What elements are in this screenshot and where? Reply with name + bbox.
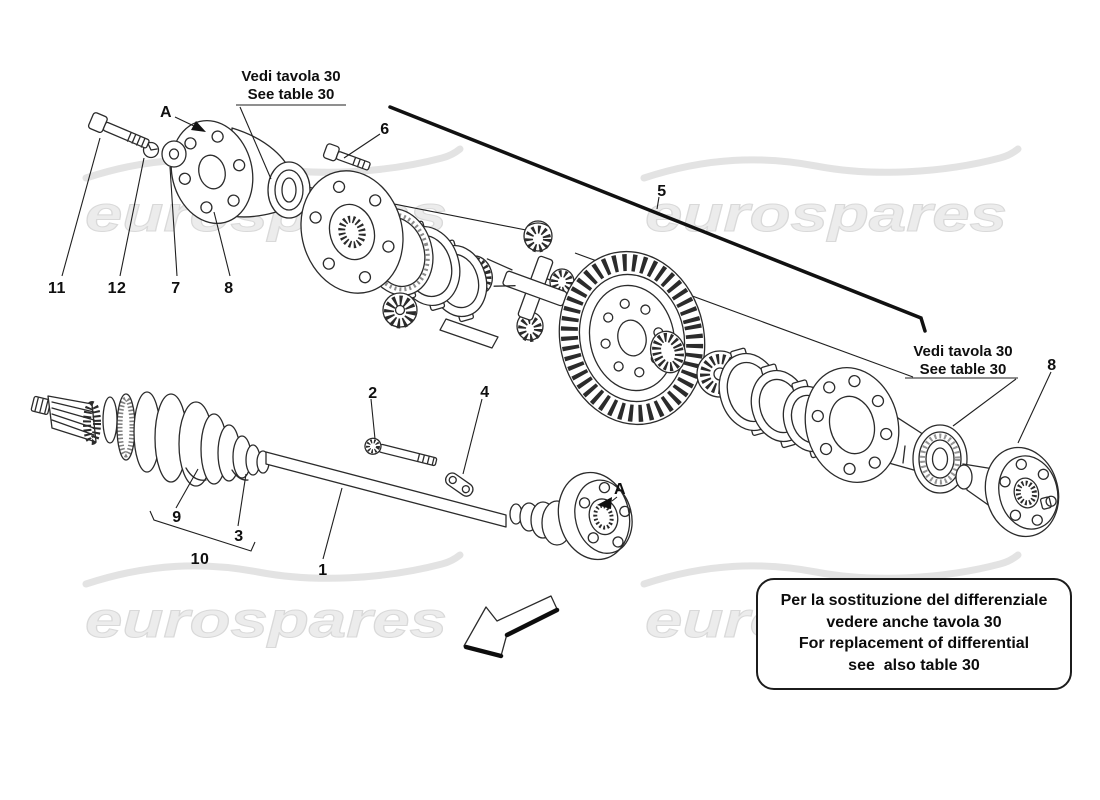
callout-4: 4	[480, 384, 490, 401]
hub-bearing	[912, 424, 968, 494]
callout-2: 2	[368, 385, 378, 402]
note-line-english: See table 30	[247, 86, 335, 103]
leader-lines	[61, 104, 1052, 560]
detail-arrow-top-icon	[174, 116, 206, 132]
car-swoosh-icon	[640, 145, 1022, 182]
direction-arrow-icon	[463, 595, 560, 659]
car-swoosh-icon	[640, 551, 1022, 588]
boot-clamp-3	[231, 469, 249, 481]
watermark-bottom-left: eurospares	[82, 551, 464, 649]
watermark-logo: eurospares	[645, 186, 1007, 242]
differential-housing-group	[300, 143, 581, 349]
callout-1: 1	[318, 562, 328, 579]
callout-3: 3	[234, 528, 244, 545]
differential-replacement-note-box: Per la sostituzione del differenziale ve…	[756, 578, 1072, 690]
note-line-italian: Vedi tavola 30	[241, 68, 341, 85]
car-swoosh-icon	[82, 551, 464, 588]
clutch-pack-right	[696, 347, 838, 459]
bolt-2	[364, 437, 438, 467]
callout-6: 6	[380, 121, 390, 138]
wheel-hub-group	[87, 112, 311, 225]
crown-pinion	[649, 330, 687, 374]
callout-10: 10	[190, 551, 210, 568]
detail-arrow-bottom-icon	[597, 496, 618, 509]
callout-8-flange: 8	[1047, 357, 1057, 374]
axle-shaft	[265, 451, 507, 528]
crown-gear	[558, 250, 706, 426]
callout-12: 12	[107, 280, 127, 297]
callout-a-top: A	[159, 104, 173, 121]
info-line-1: Per la sostituzione del differenziale	[780, 592, 1048, 609]
boot-clamp-9	[185, 467, 207, 481]
axle-shaft-assembly	[30, 391, 633, 561]
note-line-english: See table 30	[919, 361, 1007, 378]
reference-line-5	[388, 105, 927, 333]
note-see-table-right: Vedi tavola 30 See table 30	[893, 343, 1033, 379]
callout-7: 7	[171, 280, 181, 297]
watermark-top-right: eurospares	[640, 145, 1022, 243]
info-line-4: see also table 30	[848, 656, 980, 674]
callout-a-bottom: A	[613, 481, 627, 498]
callout-11: 11	[48, 280, 66, 297]
bracket-4	[444, 472, 474, 497]
watermark-logo: eurospares	[85, 592, 447, 648]
callout-5: 5	[657, 183, 667, 200]
info-line-2: vedere anche tavola 30	[826, 613, 1002, 631]
note-line-italian: Vedi tavola 30	[913, 343, 1013, 360]
note-see-table-top-left: Vedi tavola 30 See table 30	[221, 68, 361, 104]
axle-cv-flange-right	[955, 446, 1060, 538]
callout-8-hub: 8	[224, 280, 234, 297]
info-line-3: For replacement of differential	[798, 635, 1030, 652]
callout-9: 9	[172, 509, 182, 526]
